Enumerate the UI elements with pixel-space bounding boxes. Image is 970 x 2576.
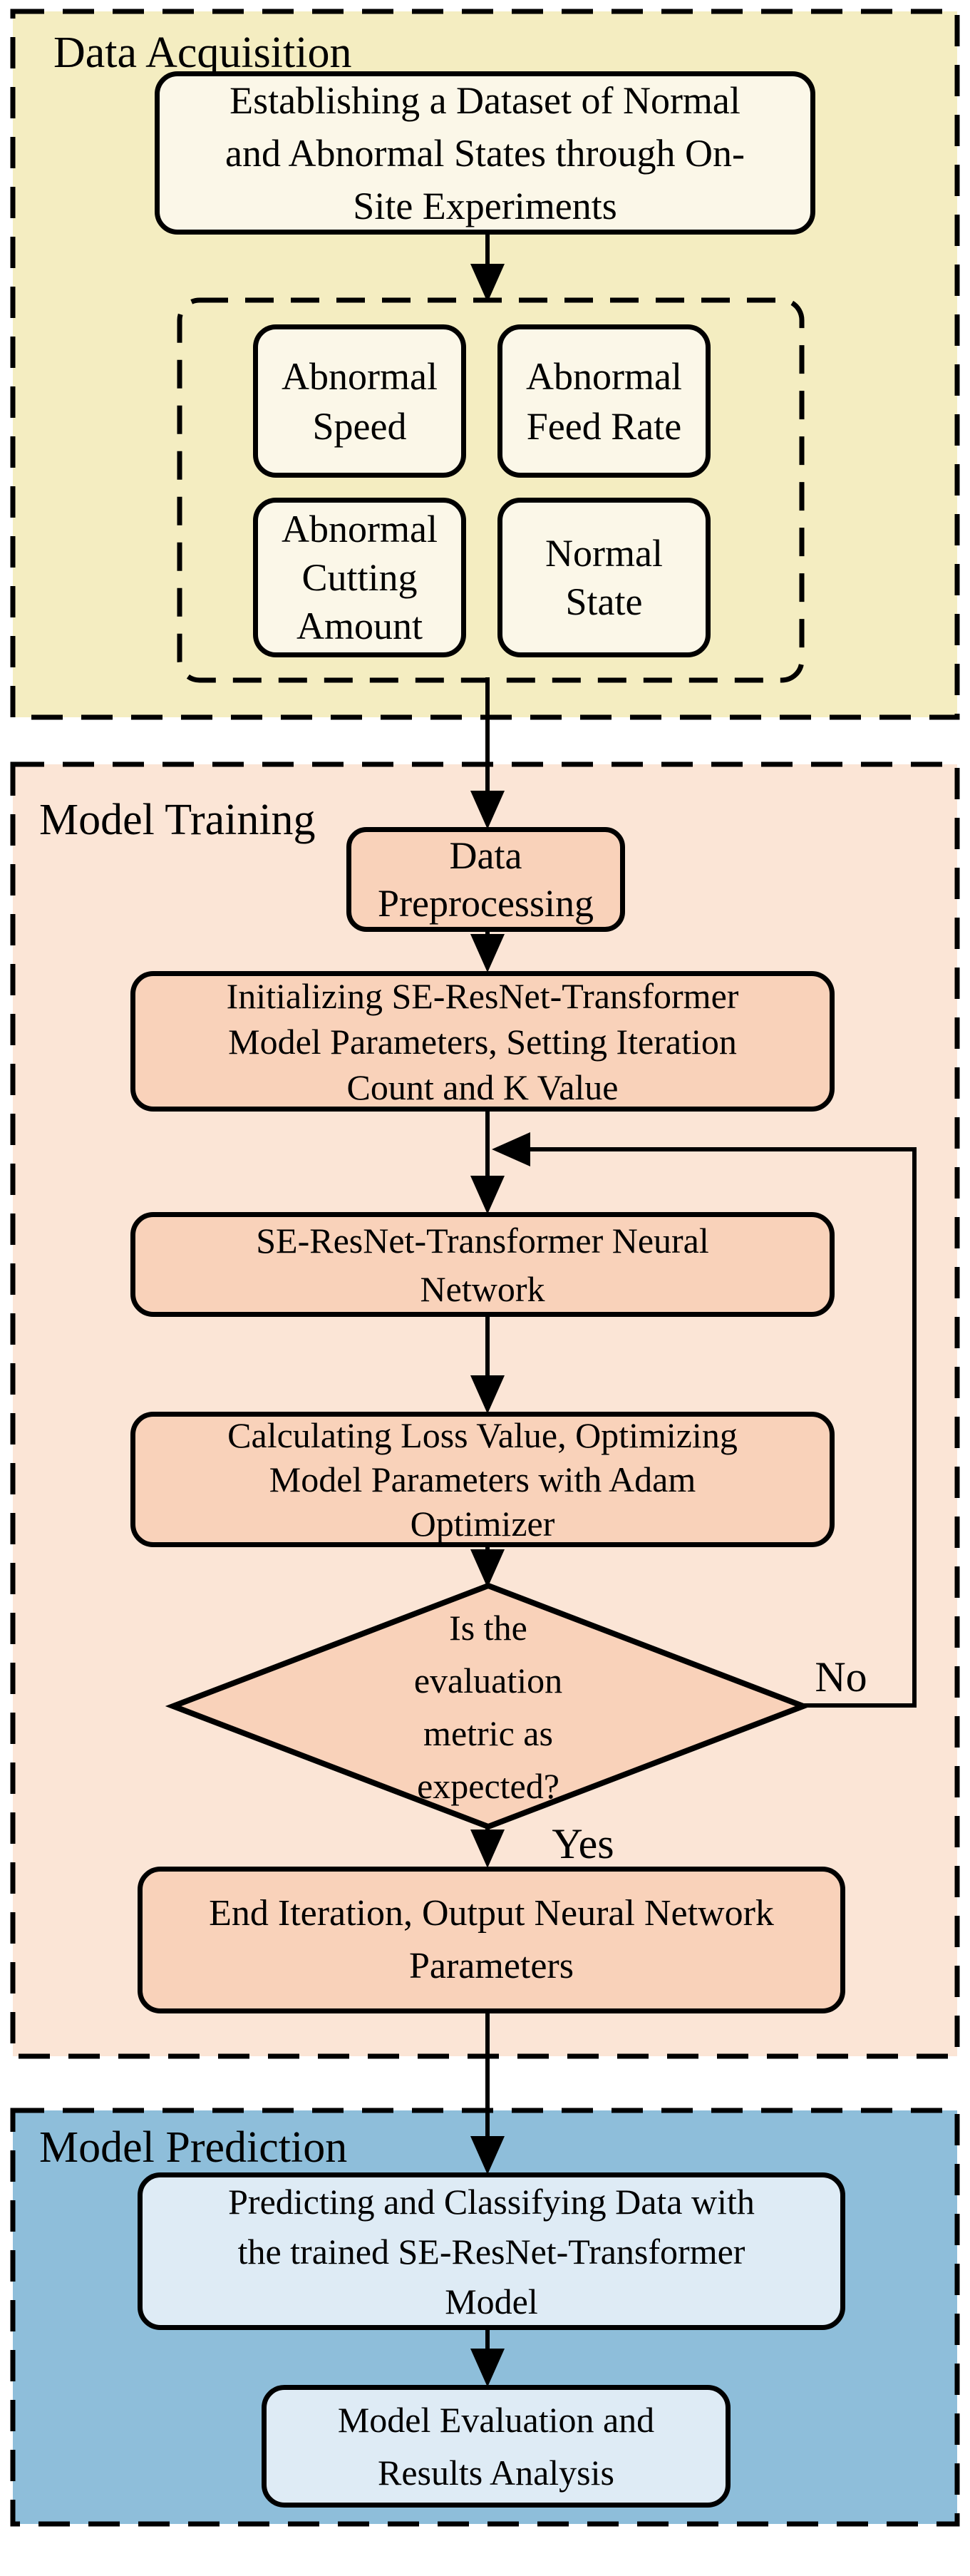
node-se-resnet-transformer-network: SE-ResNet-Transformer Neural Network [130, 1212, 835, 1317]
feedback-loop-line [499, 1147, 917, 1708]
arrow-dataset-to-states-head [470, 264, 505, 302]
decision-yes-label: Yes [552, 1820, 614, 1867]
section-title-data-acquisition: Data Acquisition [53, 29, 352, 77]
arrow-network-to-loss-head [470, 1375, 505, 1414]
node-data-preprocessing: Data Preprocessing [346, 827, 625, 932]
states-group-box [177, 297, 805, 683]
node-model-evaluation: Model Evaluation and Results Analysis [262, 2385, 731, 2508]
decision-no-label: No [815, 1653, 867, 1700]
node-predicting-classifying: Predicting and Classifying Data with the… [138, 2172, 845, 2330]
node-normal-state: Normal State [497, 498, 711, 657]
arrow-states-to-preprocessing-head [470, 791, 505, 829]
arrow-loss-to-decision-head [470, 1549, 505, 1588]
section-title-model-prediction: Model Prediction [39, 2123, 348, 2172]
node-abnormal-cutting-amount: Abnormal Cutting Amount [253, 498, 466, 657]
arrow-init-to-network-head [470, 1176, 505, 1214]
arrow-predicting-to-evaluation-head [470, 2349, 505, 2387]
node-end-iteration: End Iteration, Output Neural Network Par… [138, 1867, 845, 2013]
feedback-loop-head [492, 1132, 530, 1166]
arrow-end-to-predicting-head [470, 2136, 505, 2175]
arrow-decision-to-end-head [470, 1830, 505, 1868]
node-calculating-loss: Calculating Loss Value, Optimizing Model… [130, 1412, 835, 1547]
node-establish-dataset: Establishing a Dataset of Normal and Abn… [155, 71, 815, 235]
node-decision-evaluation-metric: Is the evaluation metric as expected? [413, 1608, 563, 1806]
node-abnormal-speed: Abnormal Speed [253, 324, 466, 478]
section-title-model-training: Model Training [39, 796, 316, 844]
node-abnormal-feed-rate: Abnormal Feed Rate [497, 324, 711, 478]
arrow-preprocessing-to-init-head [470, 934, 505, 973]
node-initializing-parameters: Initializing SE-ResNet-Transformer Model… [130, 971, 835, 1112]
